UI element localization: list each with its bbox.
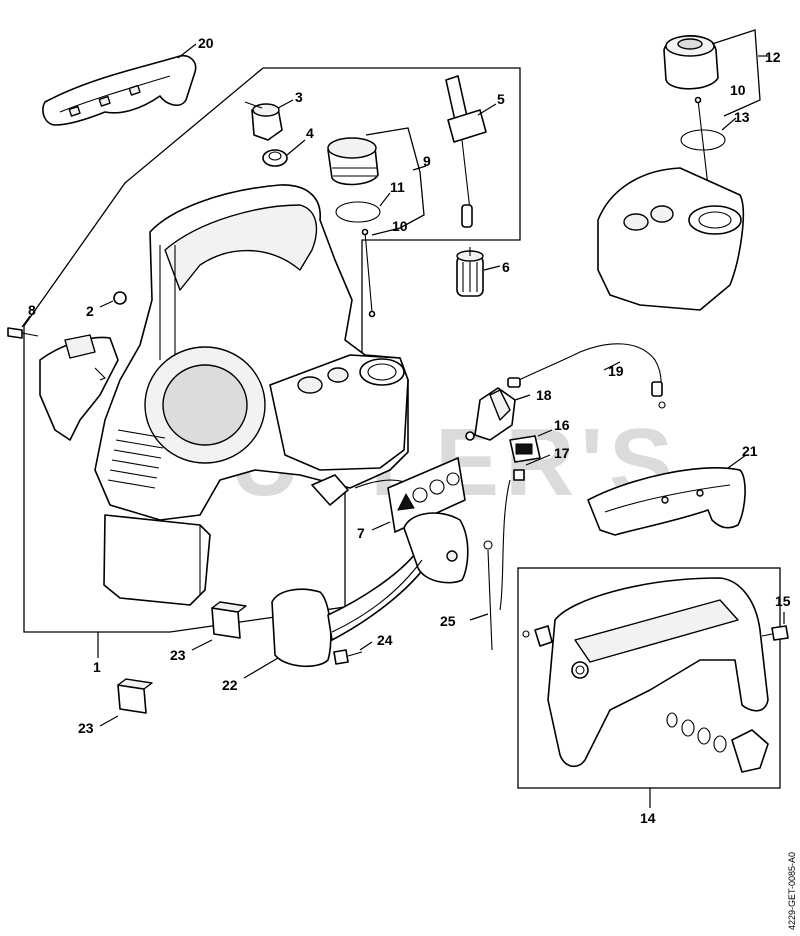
callout-16: 16 — [554, 417, 570, 433]
callout-24: 24 — [377, 632, 393, 648]
callout-1: 1 — [93, 659, 101, 675]
vent-grille — [107, 429, 166, 489]
part-22-handle — [243, 512, 469, 679]
callout-17: 17 — [554, 445, 570, 461]
callout-13: 13 — [734, 109, 750, 125]
part-13-o-ring — [680, 129, 726, 151]
callout-4: 4 — [306, 125, 314, 141]
callout-6: 6 — [502, 259, 510, 275]
part-23-damper-b — [99, 678, 153, 727]
part-10-retainer — [361, 228, 376, 318]
assembly-frame-1 — [23, 67, 521, 633]
callout-15: 15 — [775, 593, 791, 609]
part-4-ring — [262, 139, 306, 167]
part-18-trigger — [465, 387, 531, 441]
part-15-screw — [761, 612, 789, 641]
callout-21: 21 — [742, 443, 758, 459]
callout-5: 5 — [497, 91, 505, 107]
callout-25: 25 — [440, 613, 456, 629]
part-1-housing — [39, 184, 411, 606]
part-7-decal — [371, 457, 466, 533]
callout-20: 20 — [198, 35, 214, 51]
callout-2: 2 — [86, 303, 94, 319]
part-20-handle-cover — [42, 43, 197, 126]
fuel-tank — [597, 167, 745, 311]
part-10b-retainer — [694, 96, 709, 187]
callout-22: 22 — [222, 677, 238, 693]
callout-12: 12 — [765, 49, 781, 65]
part-23-damper-a — [191, 601, 247, 651]
callout-19: 19 — [608, 363, 624, 379]
callout-23a: 23 — [170, 647, 186, 663]
part-12-cap — [663, 34, 719, 90]
callout-9: 9 — [423, 153, 431, 169]
bracket-9-11-10 — [365, 127, 425, 236]
part-5-fuel-line — [445, 75, 497, 228]
part-16-switch — [509, 429, 553, 463]
leader-13 — [721, 117, 737, 131]
part-11-o-ring — [335, 201, 381, 223]
part-3-fitting — [244, 99, 294, 141]
bracket-12 — [711, 29, 761, 117]
callout-8: 8 — [28, 302, 36, 318]
callout-14: 14 — [640, 810, 656, 826]
part-6-fuel-filter — [456, 247, 501, 297]
callout-11: 11 — [390, 179, 405, 195]
part-2-grommet — [99, 291, 127, 308]
part-17-wire — [499, 454, 551, 611]
part-9-fuel-cap — [327, 137, 379, 186]
part-19-cable — [507, 343, 666, 409]
doc-reference: 4229-GET-0085-A0 — [787, 852, 797, 930]
part-8-screw — [7, 315, 39, 339]
leader-11 — [379, 192, 391, 207]
callout-7: 7 — [357, 525, 365, 541]
assembly-box-14 — [517, 567, 781, 789]
leader-9 — [412, 165, 427, 171]
part-21-handle-cover — [587, 454, 747, 536]
part-24-screw — [333, 641, 373, 665]
callout-10a: 10 — [392, 218, 408, 234]
part-14-rear-handle — [522, 577, 769, 773]
callout-10b: 10 — [730, 82, 746, 98]
callout-3: 3 — [295, 89, 303, 105]
part-25-wire — [469, 540, 493, 651]
callout-23b: 23 — [78, 720, 94, 736]
callout-18: 18 — [536, 387, 552, 403]
